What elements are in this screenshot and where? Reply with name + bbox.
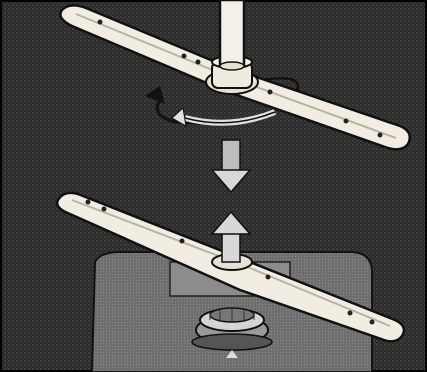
feed-pipe: [220, 0, 244, 70]
